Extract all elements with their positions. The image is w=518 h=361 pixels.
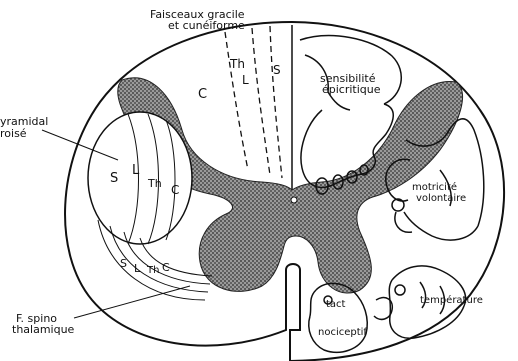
spino-letter-l: L [134,262,141,275]
spino-letter-s: S [120,257,127,270]
pyramidal-label-line2: roisé [0,128,27,139]
spino-label-line2: thalamique [12,324,74,335]
nociceptive-label-line2: nociceptif [318,328,367,338]
pyramidal-letter-s: S [110,171,118,186]
pyramidal-label-line1: yramidal [0,116,48,127]
dorsal-letter-th: Th [229,57,245,71]
epicritic-label-line2: épicritique [322,84,381,95]
temperature-label: température [420,296,483,306]
fasciculi-label-line2: et cunéiforme [168,20,245,31]
spino-letter-c: C [162,261,170,274]
dorsal-letter-s: S [273,63,281,77]
pyramidal-letter-th: Th [147,177,162,190]
pyramidal-letter-c: C [171,183,179,197]
motor-label-line2: volontaire [416,194,466,204]
nociceptive-label-line1: tact [326,300,345,310]
spino-letter-th: Th [146,265,159,276]
motor-label-line1: motricité [412,183,457,193]
dorsal-letter-l: L [242,73,249,87]
pyramidal-tract-region [88,112,192,244]
central-canal [291,197,297,203]
pyramidal-letter-l: L [132,163,140,178]
dorsal-letter-c: C [198,87,207,102]
